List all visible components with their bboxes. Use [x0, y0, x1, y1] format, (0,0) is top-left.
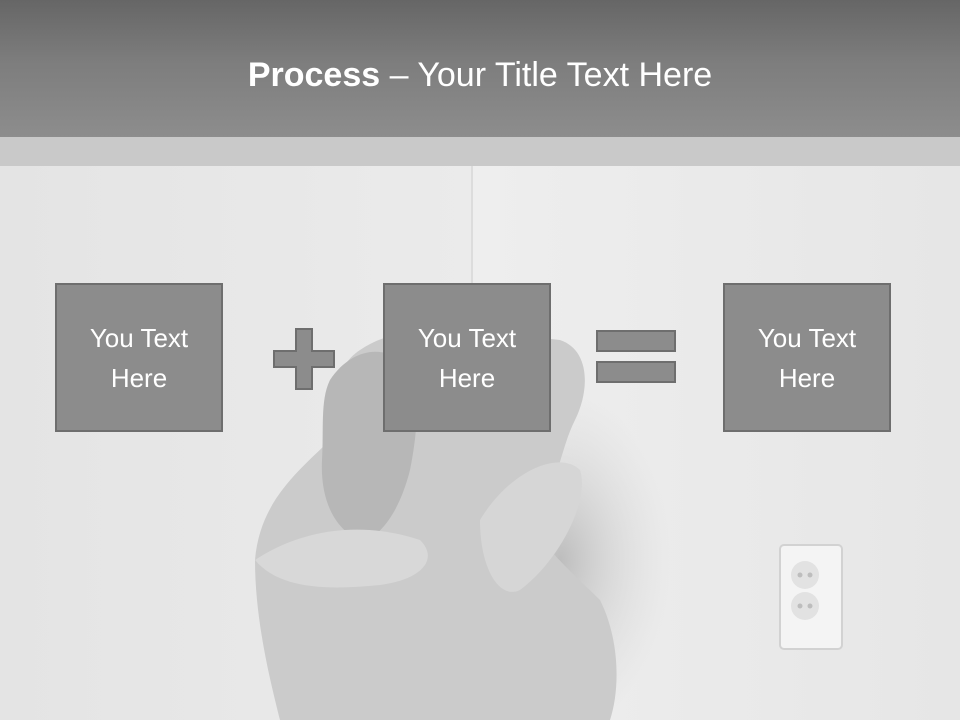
process-box-2-line2: Here	[438, 362, 496, 393]
title-bar	[0, 0, 960, 137]
slide-title: Process – Your Title Text Here	[0, 52, 960, 98]
process-box-1-line2: Here	[110, 362, 168, 393]
title-bold: Process	[247, 56, 381, 94]
process-box-3-line2: Here	[778, 362, 836, 393]
process-box-1-line1: You Text	[89, 322, 189, 353]
title-rest: – Your Title Text Here	[380, 56, 713, 94]
process-box-2-line1: You Text	[417, 322, 517, 353]
process-box-3[interactable]: You Text Here	[723, 283, 891, 432]
process-box-3-line1: You Text	[757, 322, 857, 353]
title-bar-strip	[0, 137, 960, 166]
equals-icon	[596, 330, 676, 383]
plus-icon	[273, 328, 335, 390]
process-box-1[interactable]: You Text Here	[55, 283, 223, 432]
process-box-2[interactable]: You Text Here	[383, 283, 551, 432]
